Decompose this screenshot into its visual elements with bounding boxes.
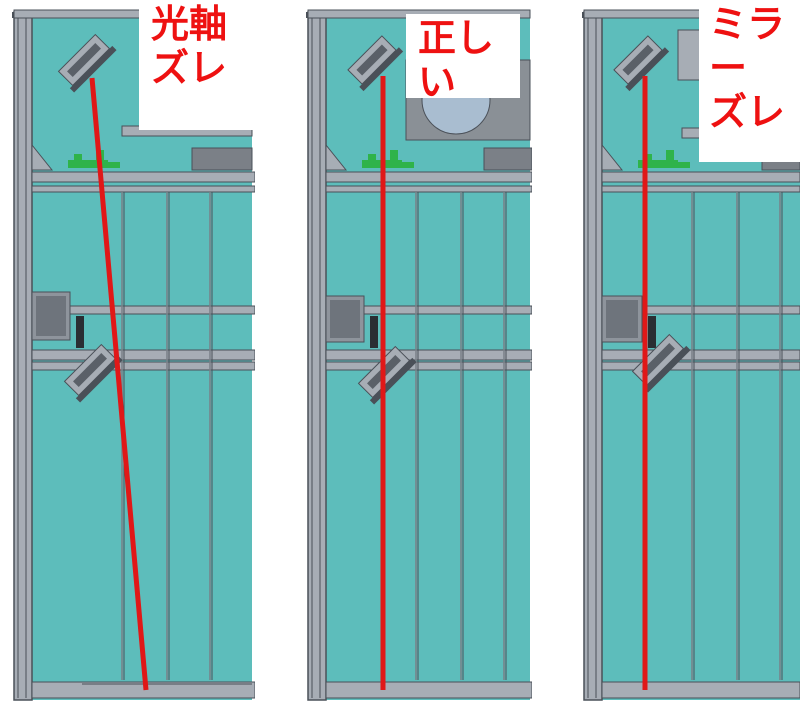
middle-crossbar [325, 349, 532, 361]
panel-optical-axis-misaligned: 光軸 ズレ [12, 0, 255, 702]
upper-block [483, 147, 532, 171]
middle-crossbar [31, 349, 255, 361]
upper-mirror [57, 33, 117, 93]
upper-crossbar [31, 171, 255, 183]
cabinet-drawing [306, 9, 532, 701]
upper-crossbar [325, 171, 532, 183]
upper-mirror [347, 35, 404, 92]
gusset-left [31, 143, 54, 171]
left-rail [307, 11, 327, 701]
laser-beam [89, 77, 149, 691]
caption-optical-axis-misaligned: 光軸 ズレ [139, 0, 255, 130]
upper-block [191, 147, 253, 171]
middle-crossbar [601, 349, 800, 361]
caption-mirror-misaligned: ミラ ー ズレ [699, 0, 800, 162]
gusset-left [601, 143, 624, 171]
circuit-board [638, 150, 690, 168]
upper-mirror [613, 35, 670, 92]
panel-correct: 正し い [306, 0, 532, 702]
caption-correct: 正し い [406, 14, 520, 98]
gusset-left [325, 143, 348, 171]
lower-mirror [63, 343, 123, 403]
upper-crossbar [601, 171, 800, 183]
top-rail [583, 9, 800, 19]
left-rail [13, 11, 33, 701]
left-rail [583, 11, 603, 701]
bottom-rail [325, 681, 532, 699]
bottom-rail [601, 681, 800, 699]
panel-mirror-misaligned: ミラ ー ズレ [582, 0, 800, 702]
